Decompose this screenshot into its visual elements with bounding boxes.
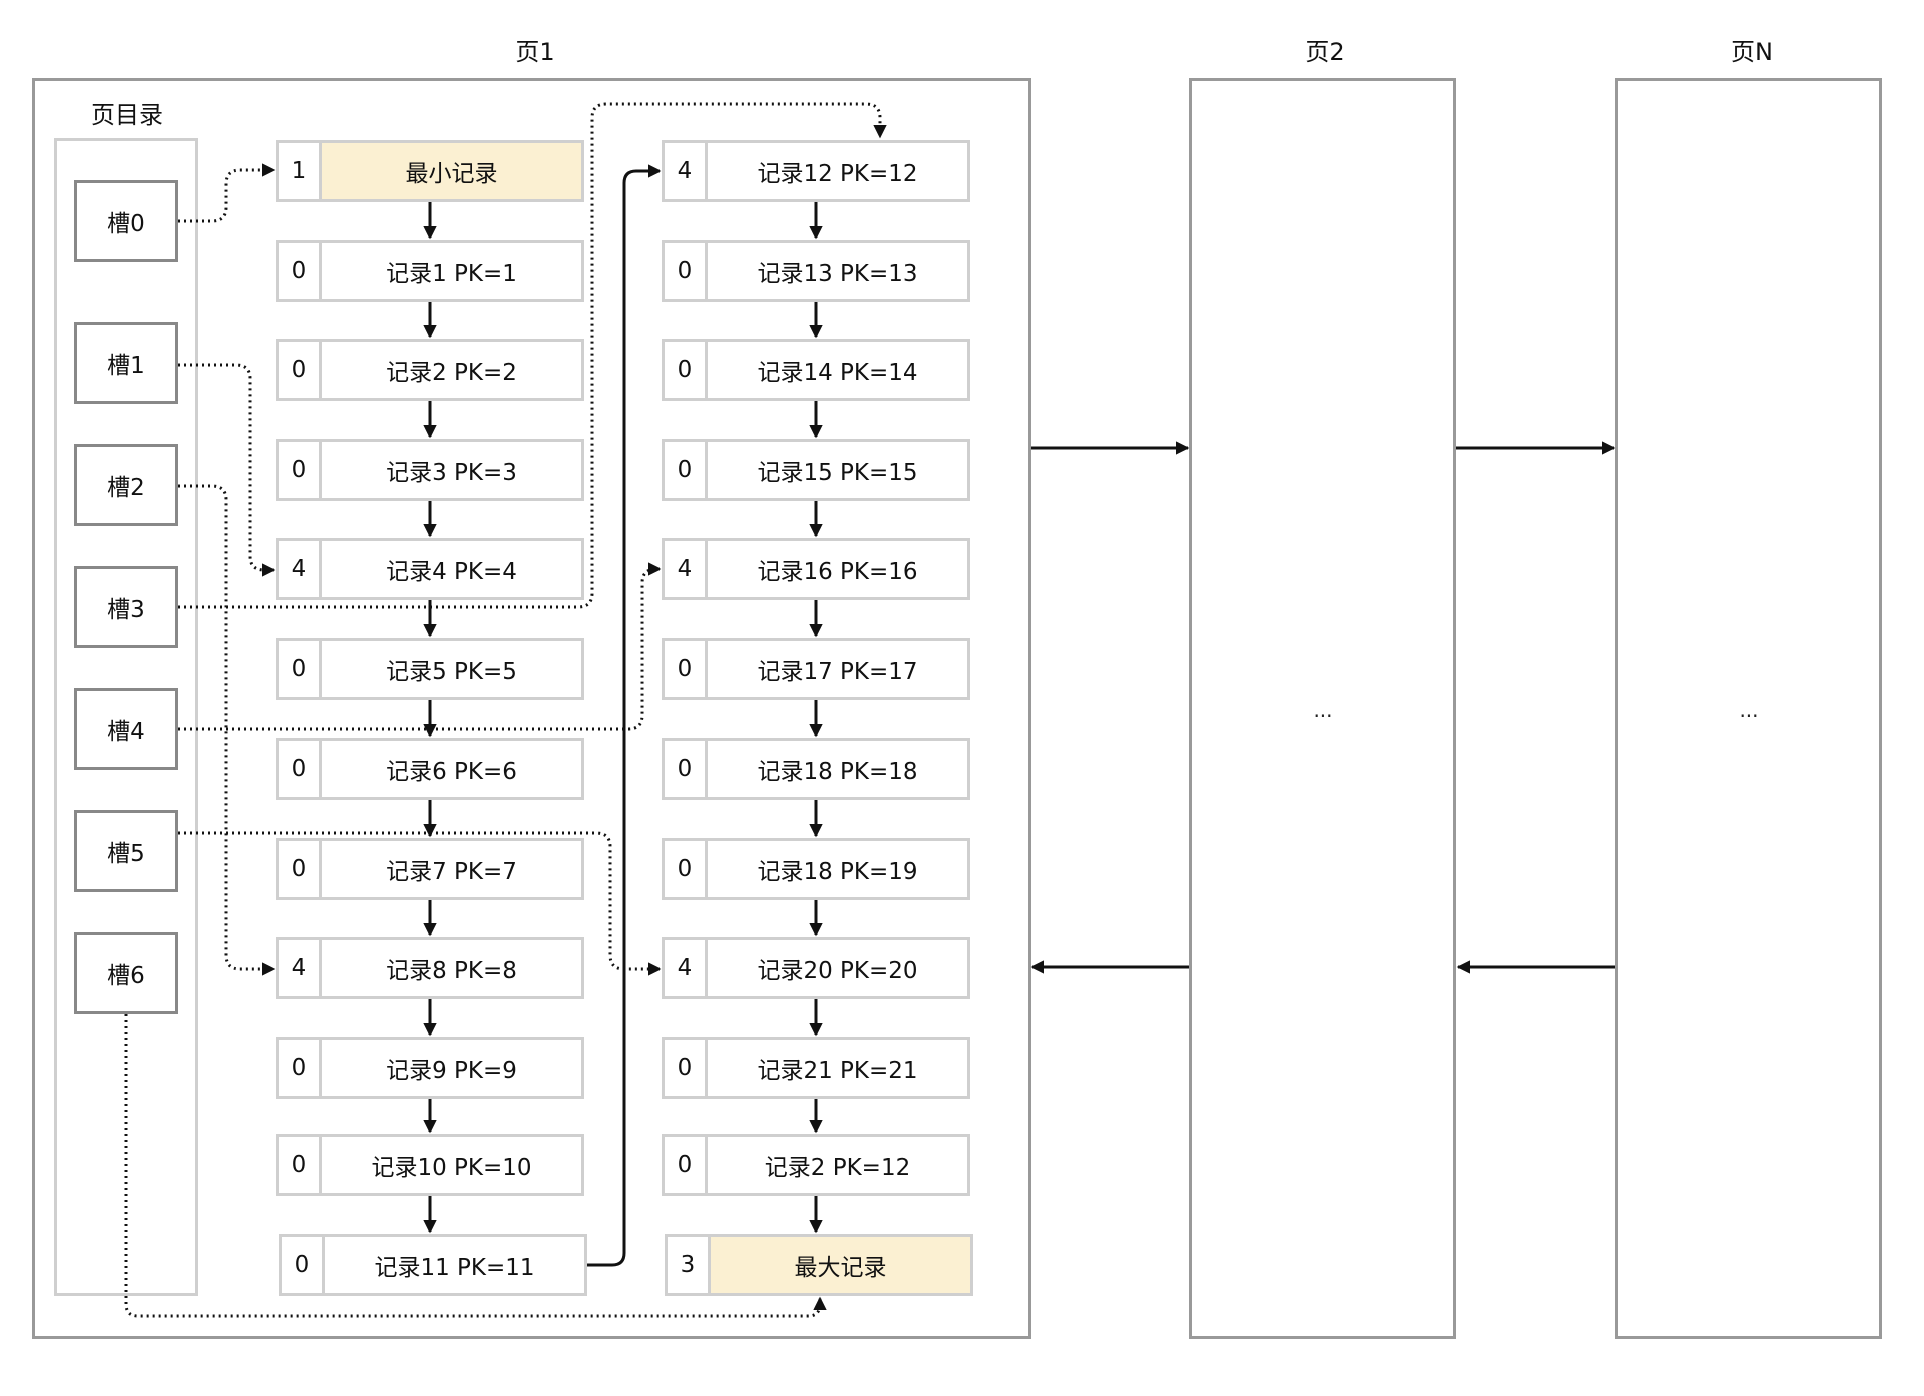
- record-label: 记录3 PK=3: [386, 460, 517, 486]
- record-4: 4 记录4 PK=4: [276, 538, 584, 600]
- record-9: 0 记录9 PK=9: [276, 1037, 584, 1099]
- record-15: 0 记录15 PK=15: [662, 439, 970, 501]
- record-3: 0 记录3 PK=3: [276, 439, 584, 501]
- record-1: 0 记录1 PK=1: [276, 240, 584, 302]
- record-label: 记录5 PK=5: [386, 659, 517, 685]
- record-n-owned: 0: [279, 641, 322, 697]
- record-11: 0 记录11 PK=11: [279, 1234, 587, 1296]
- record-21: 0 记录21 PK=21: [662, 1037, 970, 1099]
- record-n-owned: 4: [279, 940, 322, 996]
- record-label: 记录6 PK=6: [386, 759, 517, 785]
- record-n-owned: 0: [279, 841, 322, 897]
- record-n-owned: 4: [665, 143, 708, 199]
- record-n-owned: 0: [279, 342, 322, 398]
- record-n-owned: 0: [665, 342, 708, 398]
- record-n-owned: 0: [665, 442, 708, 498]
- page-2-frame: [1189, 78, 1456, 1339]
- record-label: 记录12 PK=12: [757, 161, 918, 187]
- record-14: 0 记录14 PK=14: [662, 339, 970, 401]
- record-label: 记录4 PK=4: [386, 559, 517, 585]
- slot-3: 槽3: [74, 566, 178, 648]
- record-10: 0 记录10 PK=10: [276, 1134, 584, 1196]
- record-label: 记录21 PK=21: [757, 1058, 918, 1084]
- record-n-owned: 4: [279, 541, 322, 597]
- record-16: 4 记录16 PK=16: [662, 538, 970, 600]
- record-n-owned: 4: [665, 541, 708, 597]
- page-2-content: ...: [1313, 698, 1333, 722]
- page-1-title: 页1: [515, 38, 555, 66]
- slot-5: 槽5: [74, 810, 178, 892]
- record-infimum: 1 最小记录: [276, 140, 584, 202]
- page-directory-title: 页目录: [91, 101, 163, 129]
- record-7: 0 记录7 PK=7: [276, 838, 584, 900]
- page-2-title: 页2: [1305, 38, 1345, 66]
- record-label: 记录17 PK=17: [757, 659, 918, 685]
- record-8: 4 记录8 PK=8: [276, 937, 584, 999]
- record-5: 0 记录5 PK=5: [276, 638, 584, 700]
- record-2: 0 记录2 PK=2: [276, 339, 584, 401]
- slot-0: 槽0: [74, 180, 178, 262]
- record-label: 记录15 PK=15: [757, 460, 918, 486]
- record-n-owned: 0: [279, 243, 322, 299]
- record-label: 最大记录: [711, 1237, 970, 1293]
- record-label: 记录10 PK=10: [371, 1155, 532, 1181]
- record-17: 0 记录17 PK=17: [662, 638, 970, 700]
- record-label: 记录9 PK=9: [386, 1058, 517, 1084]
- record-n-owned: 3: [668, 1237, 711, 1293]
- record-n-owned: 0: [279, 1137, 322, 1193]
- record-label: 记录18 PK=18: [757, 759, 918, 785]
- page-1-frame: [32, 78, 1031, 1339]
- slot-1: 槽1: [74, 322, 178, 404]
- slot-4: 槽4: [74, 688, 178, 770]
- record-22: 0 记录2 PK=12: [662, 1134, 970, 1196]
- record-label: 记录13 PK=13: [757, 261, 918, 287]
- slot-6: 槽6: [74, 932, 178, 1014]
- record-n-owned: 4: [665, 940, 708, 996]
- page-n-title: 页N: [1731, 38, 1773, 66]
- slot-2: 槽2: [74, 444, 178, 526]
- record-label: 记录16 PK=16: [757, 559, 918, 585]
- record-label: 记录11 PK=11: [374, 1255, 535, 1281]
- record-label: 记录14 PK=14: [757, 360, 918, 386]
- record-label: 记录18 PK=19: [757, 859, 918, 885]
- record-n-owned: 0: [279, 1040, 322, 1096]
- record-n-owned: 0: [279, 741, 322, 797]
- record-20: 4 记录20 PK=20: [662, 937, 970, 999]
- record-n-owned: 0: [665, 641, 708, 697]
- record-6: 0 记录6 PK=6: [276, 738, 584, 800]
- record-label: 记录7 PK=7: [386, 859, 517, 885]
- record-n-owned: 0: [665, 243, 708, 299]
- record-n-owned: 1: [279, 143, 322, 199]
- record-label: 最小记录: [322, 143, 581, 199]
- record-n-owned: 0: [282, 1237, 325, 1293]
- record-19: 0 记录18 PK=19: [662, 838, 970, 900]
- record-13: 0 记录13 PK=13: [662, 240, 970, 302]
- record-label: 记录2 PK=2: [386, 360, 517, 386]
- record-12: 4 记录12 PK=12: [662, 140, 970, 202]
- page-n-frame: [1615, 78, 1882, 1339]
- record-18: 0 记录18 PK=18: [662, 738, 970, 800]
- record-label: 记录2 PK=12: [764, 1155, 911, 1181]
- page-n-content: ...: [1739, 698, 1759, 722]
- record-label: 记录1 PK=1: [386, 261, 517, 287]
- record-n-owned: 0: [665, 1137, 708, 1193]
- record-n-owned: 0: [665, 741, 708, 797]
- record-supremum: 3 最大记录: [665, 1234, 973, 1296]
- record-n-owned: 0: [665, 1040, 708, 1096]
- record-label: 记录20 PK=20: [757, 958, 918, 984]
- record-n-owned: 0: [279, 442, 322, 498]
- record-n-owned: 0: [665, 841, 708, 897]
- record-label: 记录8 PK=8: [386, 958, 517, 984]
